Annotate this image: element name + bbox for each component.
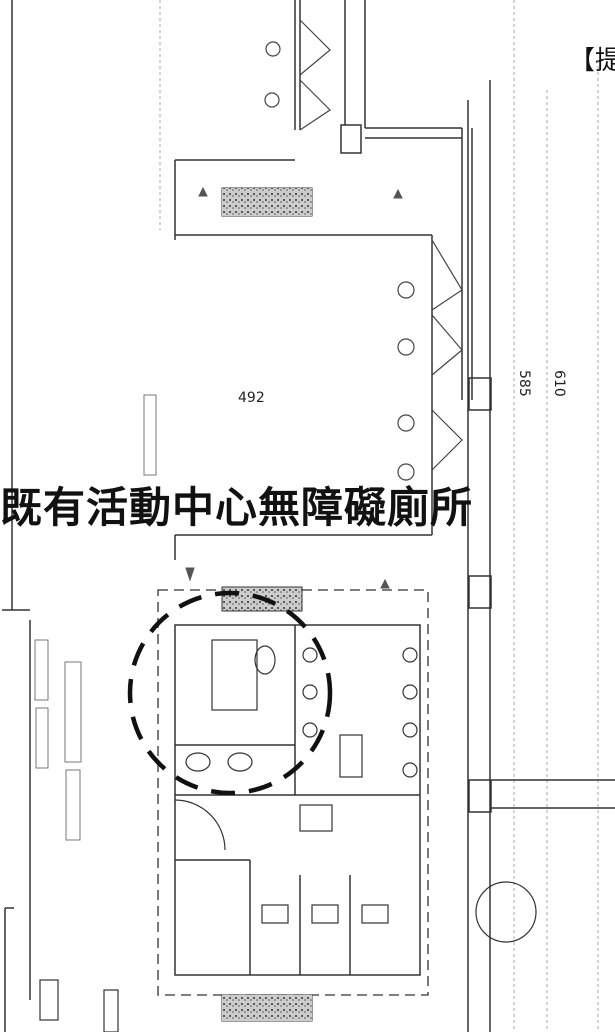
dim-right-b: 610: [551, 370, 567, 397]
window-boxes: [468, 377, 615, 813]
reference-lines: [159, 0, 599, 1032]
room-doors: [397, 239, 463, 481]
left-building: [2, 0, 31, 1032]
top-doors: [264, 19, 331, 131]
sheet-title: 【提: [569, 46, 615, 76]
highlight-circle: [127, 590, 333, 796]
bottom-threshold: [221, 994, 313, 1022]
dim-top: 492: [238, 390, 265, 406]
upper-room: [174, 80, 491, 1032]
top-corridor: [294, 0, 473, 400]
dim-right-a: 585: [516, 370, 532, 397]
toilet-block-walls: [174, 624, 421, 976]
toilet-block-outline: [157, 589, 429, 996]
fixtures: [39, 639, 537, 1032]
left-vertical-labels: [34, 394, 157, 841]
highlight-caption: 既有活動中心無障礙廁所: [0, 483, 474, 532]
markers: [185, 186, 403, 589]
top-threshold: [221, 187, 313, 217]
